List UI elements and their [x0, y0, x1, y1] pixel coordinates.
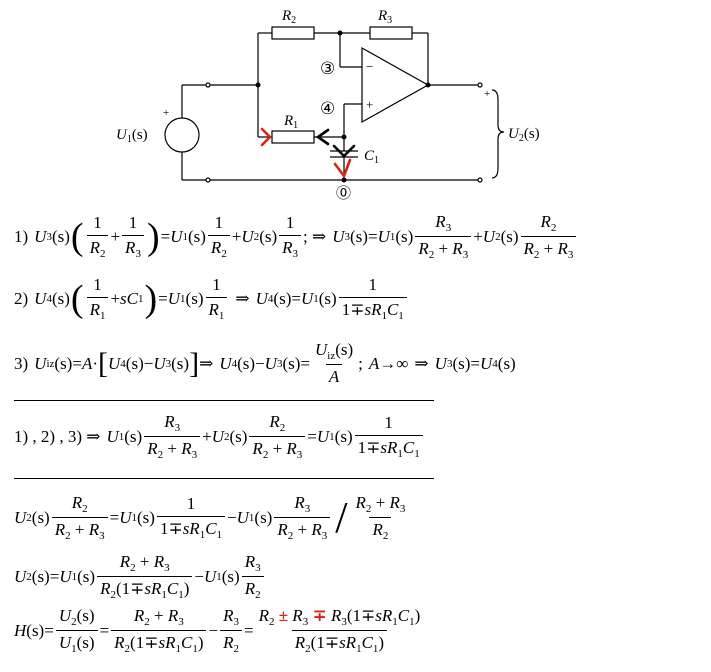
u1-label: U1(s) [116, 127, 148, 145]
opamp-plus-label: + [366, 97, 373, 112]
output-plus-label: + [484, 88, 490, 100]
annotation-arrows [260, 127, 356, 179]
circuit-diagram: R2 R3 R1 C1 U1(s) U2(s) ③ ④ ⓪ − + + + [116, 8, 540, 200]
c1-label: C1 [364, 148, 379, 166]
source-plus-label: + [163, 107, 169, 119]
node-0-label: ⓪ [336, 185, 351, 200]
node-3-label: ③ [320, 59, 335, 78]
divider-line-1 [14, 400, 434, 401]
node-4-label: ④ [320, 99, 335, 118]
r3-label: R3 [377, 8, 392, 26]
resistor-r1-symbol [271, 130, 315, 144]
divider-line-2 [14, 478, 434, 479]
voltage-source-symbol [164, 117, 200, 153]
resistor-r2-symbol [271, 26, 315, 40]
opamp-minus-label: − [366, 59, 373, 74]
op-amp-symbol [361, 46, 430, 124]
r1-label: R1 [283, 113, 298, 131]
resistor-r3-symbol [369, 26, 413, 40]
r2-label: R2 [281, 8, 296, 26]
u2-label: U2(s) [508, 126, 540, 144]
